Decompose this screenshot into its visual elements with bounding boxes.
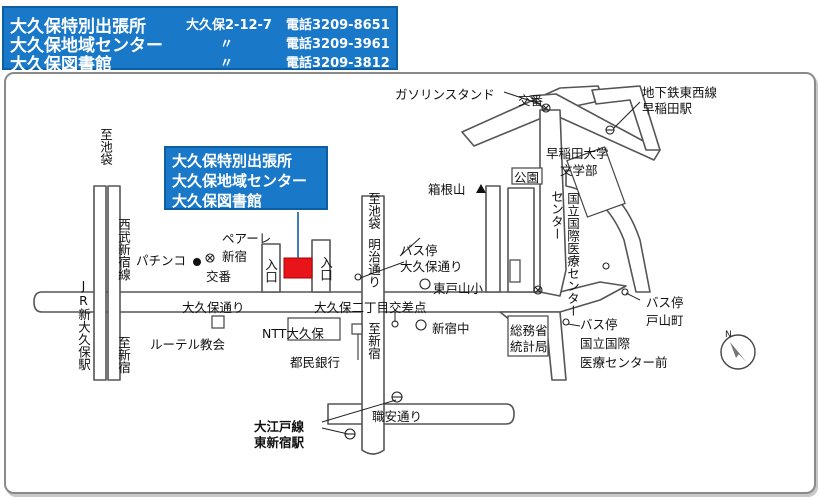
label-higashi-shinjuku-station: 東新宿駅	[254, 435, 305, 450]
label-bus-stop-okubo: 大久保通り	[400, 259, 463, 274]
label-okubo-dori: 大久保通り	[182, 300, 245, 315]
label-rutel-church: ルーテル教会	[150, 337, 226, 352]
label-statistics-bureau: 総務省	[510, 323, 548, 338]
label-bus-stop-center-2: 医療センター前	[580, 355, 668, 370]
label-center-part1: センター	[549, 190, 564, 240]
facility-address: 〃	[220, 37, 234, 52]
label-shokuan-dori: 職安通り	[372, 409, 423, 424]
road-block	[485, 185, 501, 293]
bus-stop-icon	[354, 273, 362, 281]
label-koban: 交番	[518, 93, 544, 108]
label-park: 公園	[514, 170, 540, 185]
label-waseda-univ: 早稲田大学	[546, 146, 609, 161]
label-koban: 交番	[206, 269, 232, 284]
label-to-ikebukuro-mid: 至池袋	[366, 192, 381, 230]
label-okubo-2chome-crossing: 大久保二丁目交差点	[314, 300, 427, 315]
compass-icon	[720, 334, 756, 370]
label-medical-center: 国立国際医療センター	[565, 192, 580, 317]
label-oedo-line: 大江戸線	[254, 419, 305, 434]
label-bus-stop-center: 国立国際	[580, 336, 631, 351]
label-pachinko: パチンコ	[136, 253, 187, 268]
callout-line: 大久保特別出張所	[172, 152, 293, 170]
bus-stop-icon	[562, 318, 570, 326]
road-block	[261, 243, 281, 293]
road-okubo-dori	[33, 281, 627, 313]
building-waseda	[566, 146, 626, 218]
building-tomin	[351, 323, 363, 335]
facility-phone: 電話3209-3961	[286, 37, 390, 52]
label-ntt-okubo: NTT大久保	[262, 326, 324, 341]
facility-name: 大久保地域センター	[10, 36, 163, 56]
koban-icon	[541, 103, 551, 113]
label-higashi-toyama-school: 東戸山小	[433, 281, 484, 296]
koban-icon	[205, 253, 215, 263]
target-building	[283, 257, 313, 279]
pachinko-icon	[193, 258, 201, 266]
label-waseda-station: 早稲田駅	[642, 101, 693, 116]
label-gas-station: ガソリンスタンド	[395, 87, 495, 102]
label-bus-stop: バス停	[400, 243, 438, 258]
facility-header: 大久保特別出張所 大久保2-12-7 電話3209-8651 大久保地域センター…	[2, 6, 398, 75]
facility-phone: 電話3209-3812	[286, 56, 390, 71]
label-to-shinjuku-mid: 至新宿	[366, 322, 381, 360]
facility-name: 大久保特別出張所	[10, 17, 146, 37]
building-stat	[507, 315, 549, 357]
facility-callout: 大久保特別出張所 大久保地域センター 大久保図書館	[164, 146, 328, 210]
bus-stop-icon	[621, 288, 629, 296]
facility-address: 〃	[220, 56, 234, 71]
label-entrance: 入口	[263, 258, 278, 283]
building-park	[511, 167, 543, 185]
label-bus-stop: バス停	[580, 317, 618, 332]
label-hakoneyama: 箱根山	[428, 182, 466, 197]
label-pearle-shinjuku: 新宿	[222, 249, 248, 264]
road-meiji-dori	[361, 195, 385, 455]
label-subway-tozai: 地下鉄東西線	[642, 85, 718, 100]
label-jr-shin-okubo: JR新大久保駅	[76, 278, 91, 371]
compass-n-label: N	[725, 330, 732, 340]
road-left-vertical-2	[107, 185, 121, 381]
koban-icon	[533, 285, 543, 295]
label-statistics-bureau-2: 統計局	[510, 339, 548, 354]
building-ntt	[287, 317, 341, 341]
facility-address: 大久保2-12-7	[186, 18, 272, 33]
label-to-ikebukuro-left: 至池袋	[98, 128, 113, 166]
callout-line: 大久保地域センター	[172, 172, 308, 190]
label-pearle: ペアーレ	[222, 231, 272, 246]
facility-phone: 電話3209-8651	[286, 18, 390, 33]
school-icon	[419, 278, 431, 290]
label-bus-stop: バス停	[646, 295, 684, 310]
label-meiji-dori: 明治通り	[366, 238, 381, 288]
label-entrance: 入口	[318, 256, 333, 281]
callout-line: 大久保図書館	[172, 192, 263, 210]
building-school	[509, 259, 521, 283]
school-icon	[415, 319, 427, 331]
label-bus-stop-toyama: 戸山町	[646, 313, 684, 328]
label-to-shinjuku-left: 至新宿	[116, 336, 131, 374]
mountain-icon	[476, 184, 486, 193]
label-shinjuku-junior-high: 新宿中	[432, 321, 470, 336]
road-left-vertical	[93, 185, 107, 381]
facility-name: 大久保図書館	[10, 55, 112, 75]
building-rutel	[211, 315, 225, 329]
label-tomin-bank: 都民銀行	[290, 355, 341, 370]
road-toyama	[539, 109, 567, 297]
label-seibu-shinjuku-line: 西武新宿線	[116, 218, 131, 281]
bus-stop-icon	[602, 262, 610, 270]
road-diag-ne	[591, 85, 661, 151]
label-waseda-faculty: 文学部	[560, 163, 598, 178]
